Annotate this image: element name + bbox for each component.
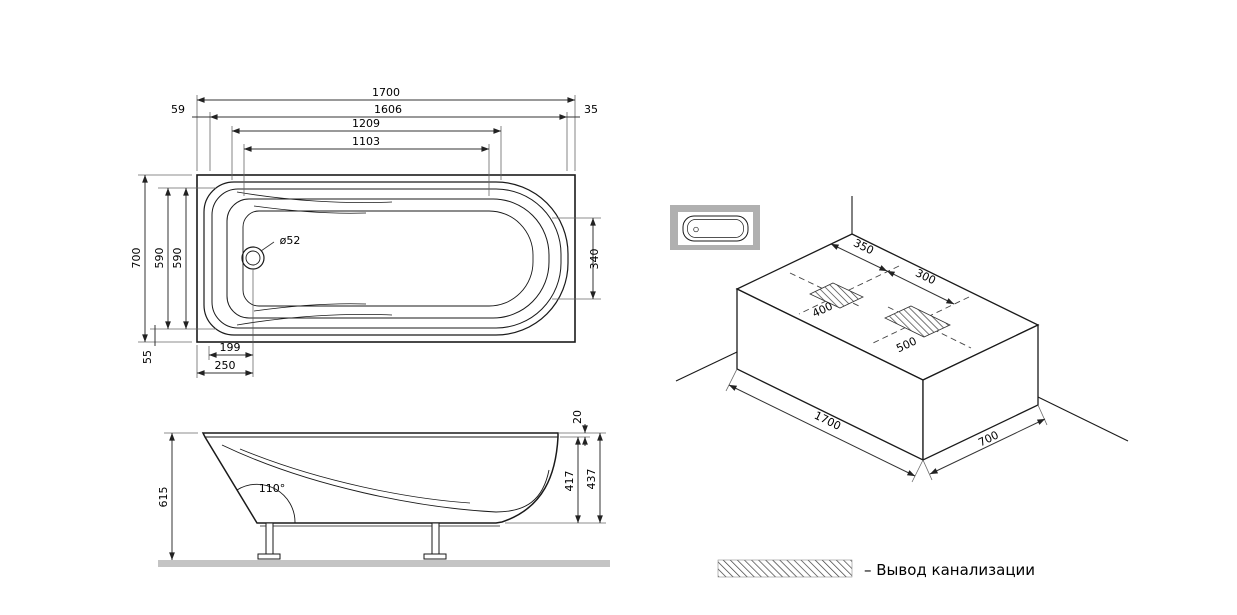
bathtub-side-outline [201, 432, 559, 560]
dim-total-length: 1700 [372, 86, 400, 99]
dim-rim-thickness: 20 [571, 410, 584, 424]
drain-outlet-hatch-1 [809, 282, 864, 309]
dim-edge-55: 55 [141, 350, 154, 364]
installation-box [735, 233, 1040, 462]
dim-angle: 110° [259, 482, 286, 495]
tub-basin-floor [242, 210, 534, 307]
dim-span-1103: 1103 [352, 135, 380, 148]
bathtub-thumbnail [670, 205, 760, 250]
dim-inner-height: 417 [563, 471, 576, 492]
thumbnail-inner [678, 212, 753, 245]
thumbnail-drain [693, 226, 699, 233]
dim-total-height: 615 [157, 487, 170, 508]
dim-drain-199: 199 [220, 341, 241, 354]
drain [241, 241, 275, 377]
side-view-dimension-labels: 615 417 437 20 110° [157, 410, 598, 508]
leg [265, 522, 274, 555]
dim-right-width: 340 [588, 249, 601, 270]
tub-outer-rect [196, 174, 576, 343]
thumbnail-tub-inner [687, 219, 744, 238]
iso-extension-lines [725, 368, 1048, 483]
dim-drain-250: 250 [215, 359, 236, 372]
leg [431, 522, 440, 555]
drain-outlet-hatch-2 [884, 305, 951, 338]
dim-line [929, 418, 1046, 475]
dim-line [728, 384, 916, 477]
top-view: 1700 59 1606 35 1209 1103 700 590 590 34… [130, 86, 601, 378]
foot [423, 553, 447, 560]
drain-leader-line [260, 241, 275, 252]
top-view-dimension-labels: 1700 59 1606 35 1209 1103 700 590 590 34… [130, 86, 601, 372]
dim-inner-width-a: 590 [153, 248, 166, 269]
wall-corner-lines [675, 196, 1129, 442]
drain-inner-circle [245, 250, 261, 266]
floor-edge-left [675, 351, 738, 382]
thumbnail-tub-outline [682, 215, 749, 242]
legend-label: – Вывод канализации [864, 561, 1035, 579]
floor-edge-right [1037, 396, 1129, 442]
ground-line [158, 560, 610, 567]
dim-left-offset: 59 [171, 103, 185, 116]
iso-view: 350 300 400 500 1700 700 [670, 196, 1129, 483]
top-view-dimension-lines [142, 97, 596, 376]
side-view: 615 417 437 20 110° [157, 410, 610, 567]
basin-profile-curve-2 [239, 448, 471, 504]
dim-inner-width-b: 590 [171, 248, 184, 269]
dim-total-width: 700 [130, 248, 143, 269]
angle-arc [236, 483, 296, 524]
side-view-dimension-lines [169, 424, 603, 561]
armrest-contours [236, 191, 393, 326]
tub-side-profile [201, 432, 559, 524]
basin-profile-curve [221, 444, 550, 513]
dim-span-1209: 1209 [352, 117, 380, 130]
legs [257, 522, 447, 560]
dim-inner-length: 1606 [374, 103, 402, 116]
iso-dimension-lines [728, 243, 1046, 477]
bathtub-top-outline [196, 174, 576, 377]
dim-drain-diameter: ø52 [280, 234, 301, 247]
tub-rim-inner [211, 188, 562, 329]
dim-shell-height: 437 [585, 469, 598, 490]
foot [257, 553, 281, 560]
legend-hatch-swatch [717, 559, 853, 578]
dim-line [830, 243, 888, 272]
tub-basin-edge [226, 198, 550, 319]
drain-outer-circle [241, 246, 265, 270]
dim-line [886, 270, 955, 305]
tub-rim-outer [203, 181, 569, 336]
dim-right-offset: 35 [584, 103, 598, 116]
legend: – Вывод канализации [717, 559, 1035, 579]
